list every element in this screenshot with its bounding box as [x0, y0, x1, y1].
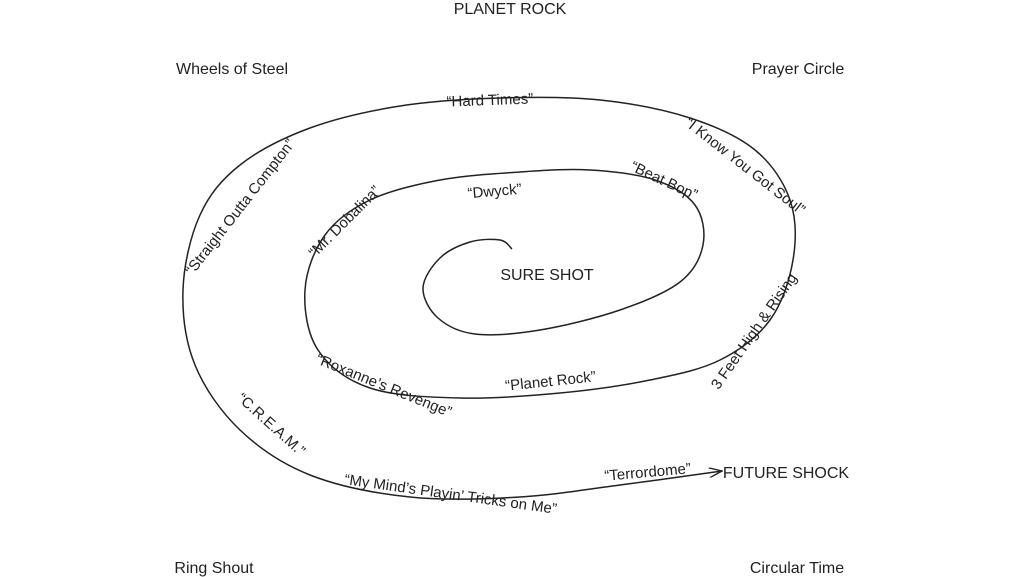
corner-top-label: PLANET ROCK — [454, 1, 567, 18]
end-label: FUTURE SHOCK — [723, 465, 850, 482]
song-label: “Dwyck” — [467, 181, 522, 203]
song-label: “Roxanne’s Revenge” — [313, 351, 454, 421]
song-label: “Straight Outta Compton” — [182, 136, 299, 279]
center-label: SURE SHOT — [500, 267, 594, 284]
song-label: “Hard Times” — [446, 90, 533, 110]
song-label: “Mr. Dobalina” — [306, 183, 385, 262]
song-label: “Beat Bop” — [628, 158, 700, 204]
spiral-path — [182, 96, 796, 500]
song-label: “I Know You Got Soul” — [681, 114, 808, 218]
song-label: 3 Feet High & Rising — [708, 270, 801, 392]
song-label: “C.R.E.A.M.” — [234, 390, 309, 460]
corner-top-right-label: Prayer Circle — [752, 61, 845, 78]
corner-top-left-label: Wheels of Steel — [176, 61, 288, 78]
corner-bottom-right-label: Circular Time — [750, 560, 844, 577]
corner-bottom-left-label: Ring Shout — [174, 560, 254, 577]
song-label: “My Mind’s Playin’ Tricks on Me” — [343, 471, 557, 518]
